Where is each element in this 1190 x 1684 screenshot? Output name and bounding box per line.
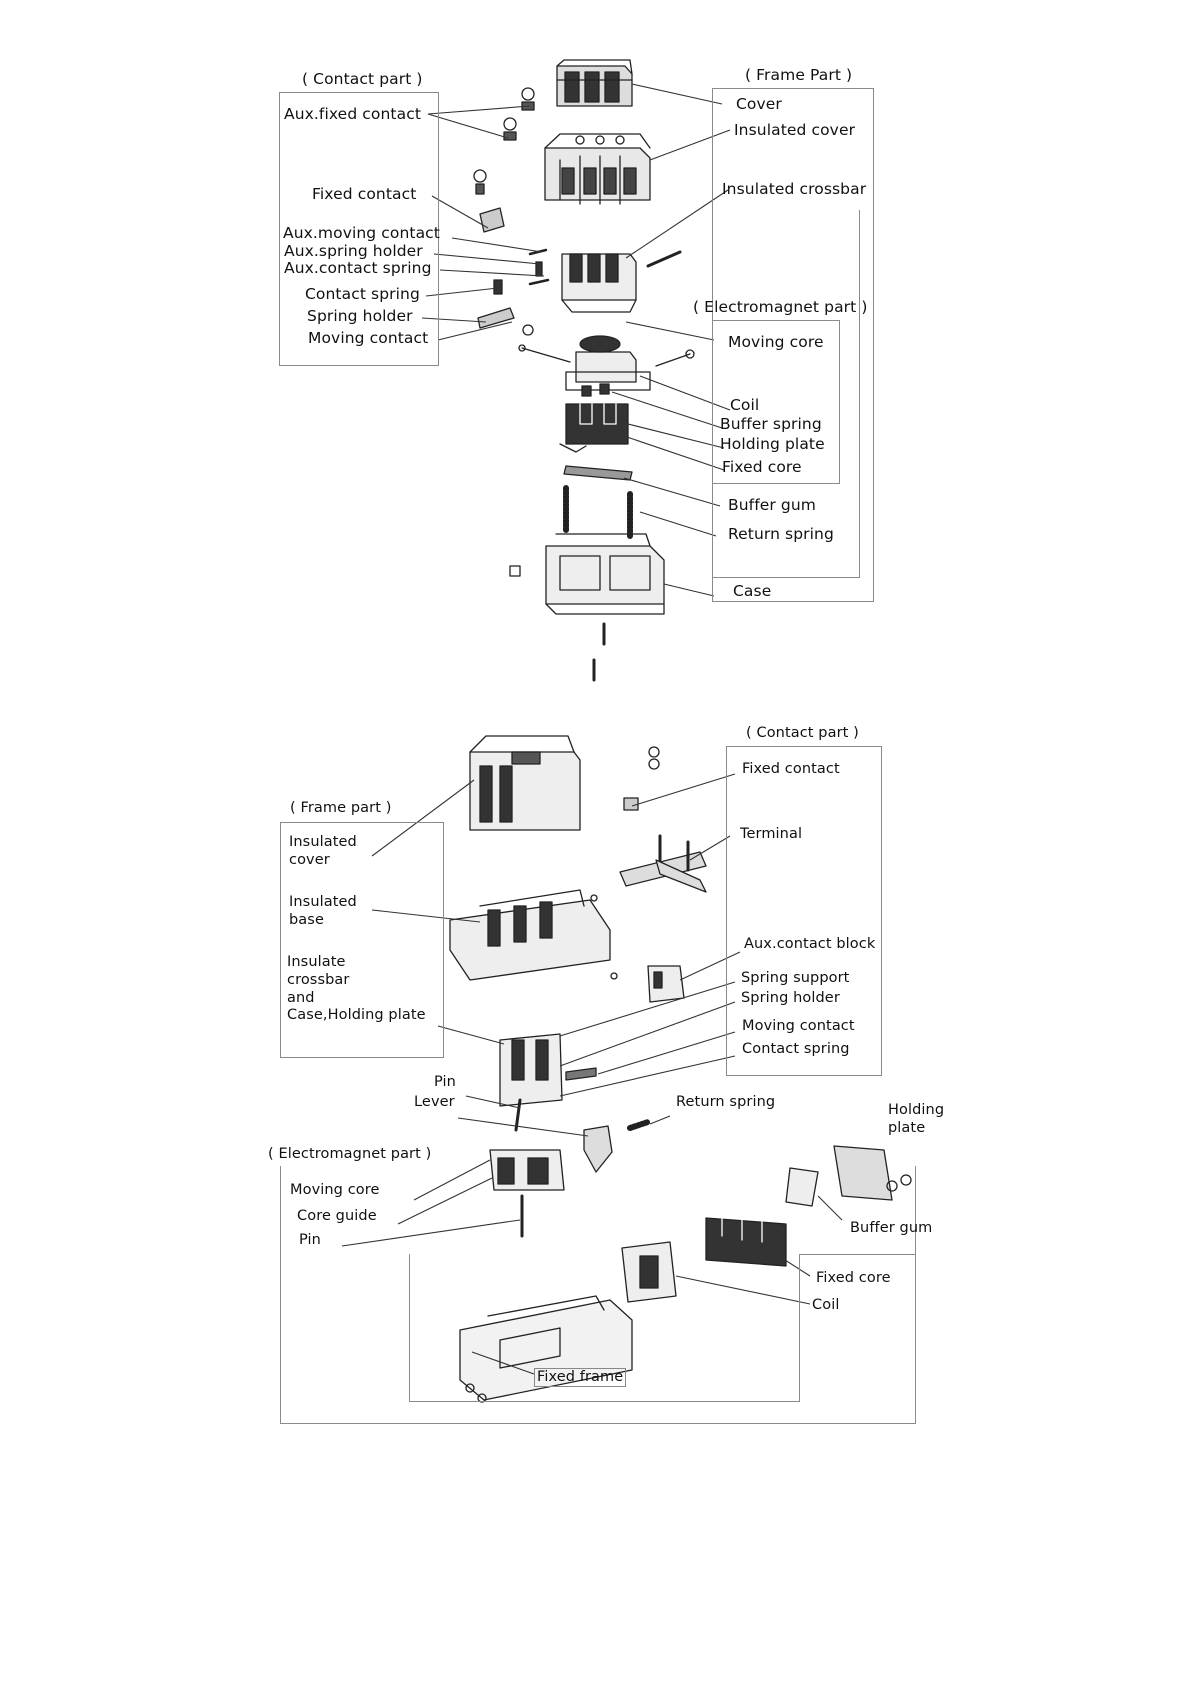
leader-lines bbox=[341, 83, 843, 1375]
label-contact-spring-2: Contact spring bbox=[742, 1041, 850, 1057]
label-insulated-cover: Insulated cover bbox=[734, 121, 856, 139]
bottom-fixed-core-box bbox=[800, 1254, 916, 1255]
bottom-electromagnet-part-heading: ( Electromagnet part ) bbox=[268, 1146, 432, 1162]
label-case: Case bbox=[733, 582, 772, 600]
label-base: base bbox=[289, 912, 324, 928]
terminals-bottom bbox=[619, 746, 707, 893]
holding-plate-bottom bbox=[785, 1145, 912, 1207]
fixed-frame-bottom bbox=[459, 1295, 633, 1403]
label-moving-core-2: Moving core bbox=[290, 1182, 380, 1198]
fixed-core-part bbox=[559, 403, 629, 453]
coil-bottom bbox=[621, 1241, 677, 1303]
aux-fixed-contact-parts bbox=[473, 87, 535, 233]
label-moving-contact: Moving contact bbox=[308, 329, 429, 347]
label-aux-contact-block: Aux.contact block bbox=[744, 936, 876, 952]
label-and: and bbox=[287, 990, 315, 1006]
label-cover: Cover bbox=[736, 95, 782, 113]
label-aux-spring-holder: Aux.spring holder bbox=[284, 242, 423, 260]
label-terminal: Terminal bbox=[740, 826, 803, 842]
label-insulated-crossbar: Insulated crossbar bbox=[722, 180, 867, 198]
label-spring-holder-2: Spring holder bbox=[741, 990, 840, 1006]
label-fixed-contact-2: Fixed contact bbox=[742, 761, 840, 777]
bottom-contact-part-heading: ( Contact part ) bbox=[746, 725, 859, 741]
top-frame-part-heading: ( Frame Part ) bbox=[745, 66, 853, 84]
top-electromagnet-part-heading: ( Electromagnet part ) bbox=[693, 298, 868, 316]
bottom-contact-part-box bbox=[726, 746, 882, 1076]
label-spring-support: Spring support bbox=[741, 970, 850, 986]
label-aux-contact-spring: Aux.contact spring bbox=[284, 259, 432, 277]
label-crossbar: crossbar bbox=[287, 972, 350, 988]
label-insulate: Insulate bbox=[287, 954, 346, 970]
label-holding-plate: Holding plate bbox=[720, 435, 825, 453]
top-electromagnet-part-box bbox=[712, 320, 840, 484]
insulated-cover-bottom bbox=[469, 735, 581, 831]
label-case-holding-plate: Case,Holding plate bbox=[287, 1007, 426, 1023]
label-fixed-contact: Fixed contact bbox=[312, 185, 417, 203]
label-fixed-core-2: Fixed core bbox=[816, 1270, 891, 1286]
label-coil: Coil bbox=[730, 396, 760, 414]
label-buffer-gum: Buffer gum bbox=[728, 496, 816, 514]
case-part bbox=[509, 533, 665, 682]
fixed-core-bottom bbox=[705, 1217, 787, 1267]
label-pin-2: Pin bbox=[299, 1232, 321, 1248]
label-fixed-core: Fixed core bbox=[722, 458, 802, 476]
top-frame-inner-box bbox=[712, 210, 860, 578]
insulated-cover-part bbox=[544, 133, 651, 205]
label-insulated-1: Insulated bbox=[289, 834, 357, 850]
label-lever: Lever bbox=[414, 1094, 455, 1110]
label-aux-moving-contact: Aux.moving contact bbox=[283, 224, 440, 242]
label-moving-contact-2: Moving contact bbox=[742, 1018, 855, 1034]
aux-contact-block-bottom bbox=[647, 965, 685, 1003]
bottom-electromagnet-inner-box bbox=[409, 1254, 800, 1402]
label-holding: Holding bbox=[888, 1102, 945, 1118]
crossbar-holding-bottom bbox=[499, 1033, 597, 1132]
label-return-spring-2: Return spring bbox=[676, 1094, 776, 1110]
label-pin-1: Pin bbox=[434, 1074, 456, 1090]
label-aux-fixed-contact: Aux.fixed contact bbox=[284, 105, 421, 123]
label-cover-2: cover bbox=[289, 852, 330, 868]
label-fixed-frame: Fixed frame bbox=[534, 1368, 627, 1387]
insulated-crossbar-part bbox=[561, 250, 682, 313]
top-contact-part-heading: ( Contact part ) bbox=[302, 70, 423, 88]
lever-bottom bbox=[583, 1119, 651, 1173]
label-moving-core: Moving core bbox=[728, 333, 824, 351]
label-buffer-gum-2: Buffer gum bbox=[850, 1220, 933, 1236]
label-core-guide: Core guide bbox=[297, 1208, 377, 1224]
label-plate: plate bbox=[888, 1120, 926, 1136]
contact-springs-stack bbox=[477, 248, 550, 336]
moving-core-coil bbox=[518, 335, 695, 397]
label-return-spring: Return spring bbox=[728, 525, 834, 543]
label-insulated-2: Insulated bbox=[289, 894, 357, 910]
bottom-frame-part-box bbox=[280, 822, 444, 1058]
insulated-base-bottom bbox=[449, 889, 618, 981]
bottom-outer-box bbox=[280, 1166, 916, 1424]
bottom-frame-part-heading: ( Frame part ) bbox=[290, 800, 392, 816]
label-buffer-spring: Buffer spring bbox=[720, 415, 822, 433]
label-coil-2: Coil bbox=[812, 1297, 840, 1313]
top-contact-part-box bbox=[279, 92, 439, 366]
label-contact-spring: Contact spring bbox=[305, 285, 420, 303]
buffer-gum-part bbox=[563, 465, 633, 481]
return-springs-top bbox=[563, 485, 633, 539]
moving-core-bottom bbox=[489, 1149, 565, 1238]
cover-part bbox=[556, 59, 633, 107]
label-spring-holder: Spring holder bbox=[307, 307, 413, 325]
